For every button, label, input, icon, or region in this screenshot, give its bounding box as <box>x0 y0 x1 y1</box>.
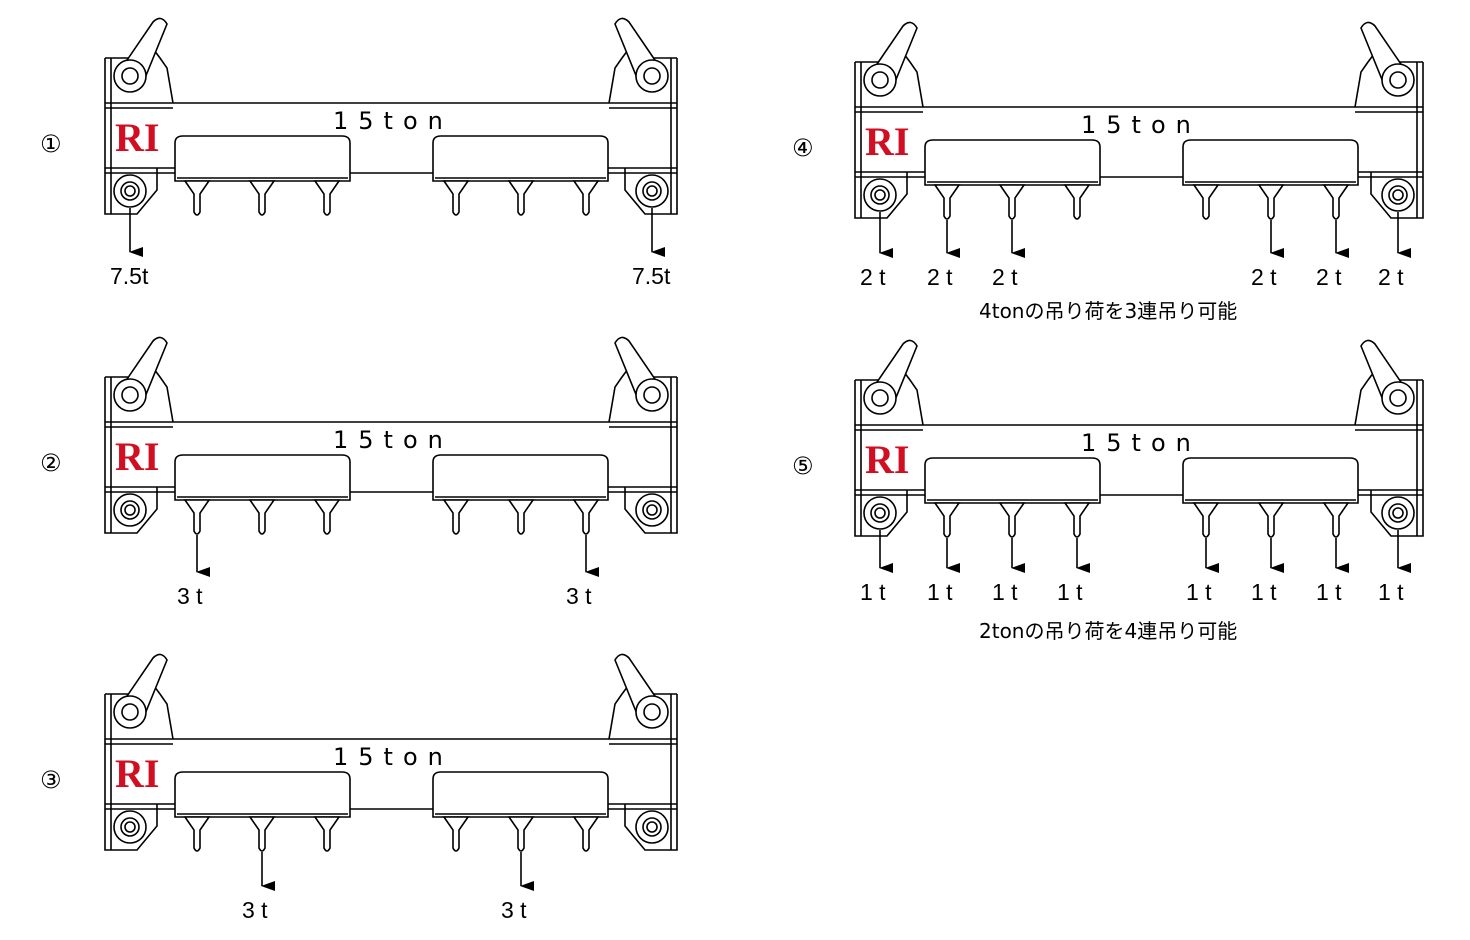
load-label: 7.5t <box>632 263 671 289</box>
ri-logo: RI <box>865 119 909 164</box>
ri-logo: RI <box>115 434 159 479</box>
load-label: 2 t <box>1378 264 1404 290</box>
diagram-number: ② <box>40 449 62 477</box>
load-label: 2 t <box>992 264 1018 290</box>
diagram-2: 15ton RI ② 3 t 3 t <box>40 336 678 609</box>
load-label: 2 t <box>1251 264 1277 290</box>
load-label: 1 t <box>1057 579 1083 605</box>
diagram-4: 15ton RI ④ 2 t 2 t 2 t 2 t 2 t 2 t 4tonの吊り荷を3連吊り可… <box>792 21 1424 323</box>
diagram-number: ① <box>40 130 62 158</box>
diagram-1: 15ton RI ① 7.5t 7.5t <box>40 17 678 289</box>
capacity-caption: 2tonの吊り荷を4連吊り可能 <box>979 619 1237 643</box>
load-label: 3 t <box>566 583 592 609</box>
capacity-caption: 4tonの吊り荷を3連吊り可能 <box>979 299 1237 323</box>
ri-logo: RI <box>865 437 909 482</box>
capacity-label: 15ton <box>1081 429 1201 457</box>
load-label: 2 t <box>1316 264 1342 290</box>
load-label: 1 t <box>1186 579 1212 605</box>
diagram-5: 15ton RI ⑤ 1 t 1 t 1 t 1 t 1 t 1 t 1 t 1 t 2tonの吊り荷… <box>792 339 1424 643</box>
capacity-label: 15ton <box>333 743 453 771</box>
load-label: 1 t <box>992 579 1018 605</box>
load-label: 2 t <box>927 264 953 290</box>
ri-logo: RI <box>115 115 159 160</box>
diagram-number: ⑤ <box>792 452 814 480</box>
capacity-label: 15ton <box>1081 111 1201 139</box>
load-label: 3 t <box>177 583 203 609</box>
load-label: 2 t <box>860 264 886 290</box>
load-label: 1 t <box>860 579 886 605</box>
load-label: 3 t <box>501 897 527 923</box>
load-label: 7.5t <box>110 263 149 289</box>
diagram-number: ④ <box>792 134 814 162</box>
load-label: 1 t <box>1378 579 1404 605</box>
capacity-label: 15ton <box>333 107 453 135</box>
load-label: 1 t <box>1251 579 1277 605</box>
diagram-3: 15ton RI ③ 3 t 3 t <box>40 653 678 923</box>
load-label: 1 t <box>927 579 953 605</box>
load-label: 1 t <box>1316 579 1342 605</box>
load-label: 3 t <box>242 897 268 923</box>
diagram-number: ③ <box>40 766 62 794</box>
ri-logo: RI <box>115 751 159 796</box>
capacity-label: 15ton <box>333 426 453 454</box>
